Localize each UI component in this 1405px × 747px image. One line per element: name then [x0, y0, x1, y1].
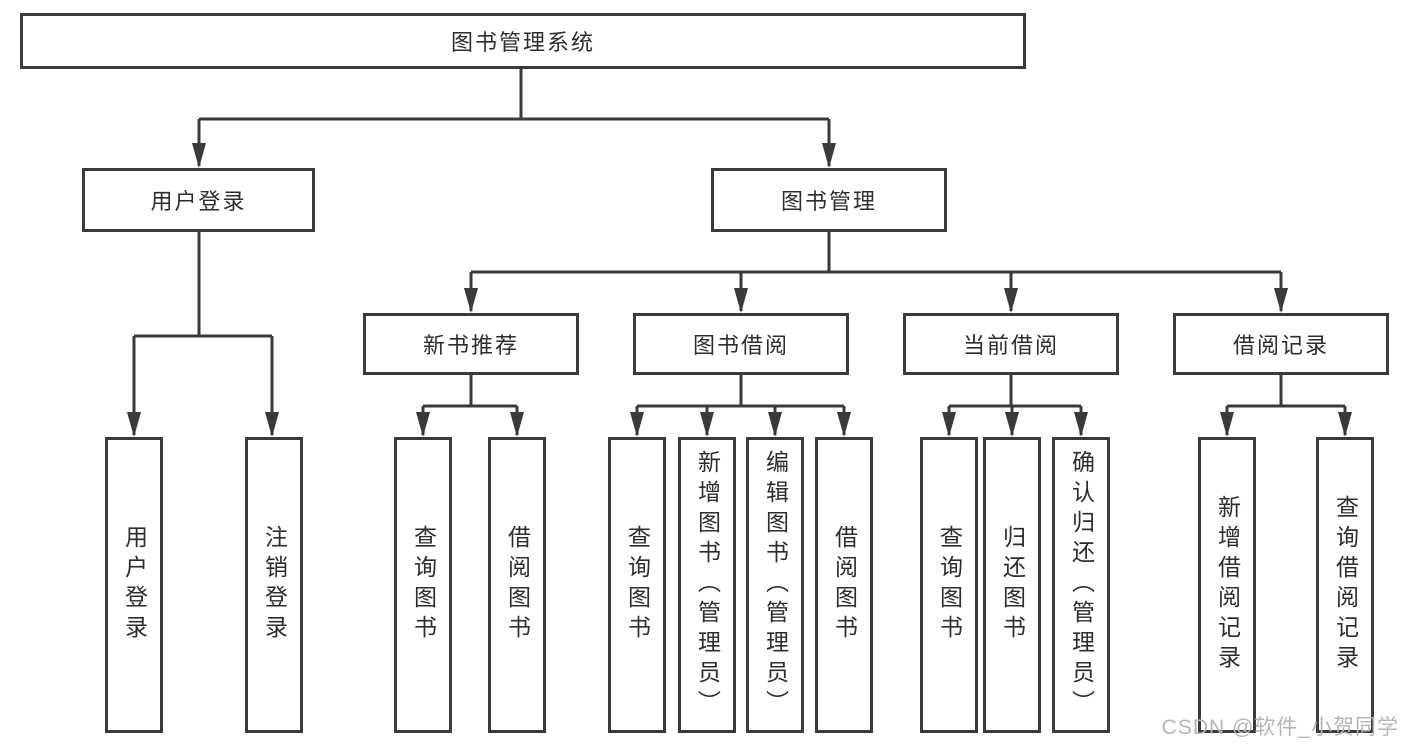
node-borrow-records-label: 借阅记录	[1232, 333, 1329, 358]
arrowhead	[416, 412, 430, 437]
connector-borrow-records-to-leaves	[1225, 375, 1347, 435]
leaf-borrow-search-books: 查询图书	[608, 437, 666, 733]
arrowhead	[1220, 412, 1234, 437]
node-user-login-label: 用户登录	[150, 189, 247, 214]
arrowhead	[768, 412, 782, 437]
leaf-add-books-admin: 新增图书（管理员）	[678, 437, 736, 733]
node-user-login: 用户登录	[82, 168, 315, 232]
leaf-borrow-borrow-books-label: 借阅图书	[831, 525, 858, 645]
leaf-confirm-return-admin: 确认归还（管理员）	[1052, 437, 1110, 733]
leaf-return-books: 归还图书	[983, 437, 1041, 733]
leaf-add-borrow-record: 新增借阅记录	[1198, 437, 1256, 733]
node-new-book-recommend: 新书推荐	[363, 313, 579, 375]
leaf-search-borrow-record: 查询借阅记录	[1316, 437, 1374, 733]
arrowhead	[942, 412, 956, 437]
leaf-edit-books-admin: 编辑图书（管理员）	[746, 437, 804, 733]
leaf-add-borrow-record-label: 新增借阅记录	[1214, 495, 1241, 675]
arrowhead	[630, 412, 644, 437]
leaf-recommend-search-books: 查询图书	[394, 437, 452, 733]
arrowhead	[1074, 412, 1088, 437]
node-root: 图书管理系统	[20, 13, 1026, 69]
arrowhead	[265, 412, 279, 437]
leaf-return-books-label: 归还图书	[999, 525, 1026, 645]
node-current-borrow: 当前借阅	[903, 313, 1119, 375]
arrowhead	[1338, 412, 1352, 437]
node-book-management: 图书管理	[711, 168, 947, 232]
leaf-search-borrow-record-label: 查询借阅记录	[1332, 495, 1359, 675]
leaf-user-login-label: 用户登录	[121, 525, 148, 645]
connector-book-borrow-to-leaves	[635, 375, 846, 435]
connector-book-management-to-level3	[469, 232, 1283, 311]
node-new-book-recommend-label: 新书推荐	[422, 333, 519, 358]
leaf-recommend-borrow-books: 借阅图书	[488, 437, 546, 733]
node-book-borrow: 图书借阅	[633, 313, 849, 375]
leaf-user-login: 用户登录	[105, 437, 163, 733]
leaf-logout: 注销登录	[245, 437, 303, 733]
csdn-watermark: CSDN @软件_小贺同学	[1161, 716, 1399, 739]
leaf-logout-label: 注销登录	[261, 525, 288, 645]
arrowhead	[1274, 288, 1288, 313]
connector-new-book-recommend-to-leaves	[421, 375, 519, 435]
leaf-edit-books-admin-label: 编辑图书（管理员）	[762, 450, 789, 720]
leaf-current-search-books: 查询图书	[920, 437, 978, 733]
leaf-recommend-borrow-books-label: 借阅图书	[504, 525, 531, 645]
arrowhead	[1004, 288, 1018, 313]
node-current-borrow-label: 当前借阅	[962, 333, 1059, 358]
arrowhead	[510, 412, 524, 437]
arrowhead	[127, 412, 141, 437]
leaf-recommend-search-books-label: 查询图书	[410, 525, 437, 645]
leaf-current-search-books-label: 查询图书	[936, 525, 963, 645]
leaf-borrow-borrow-books: 借阅图书	[815, 437, 873, 733]
leaf-confirm-return-admin-label: 确认归还（管理员）	[1068, 450, 1095, 720]
node-root-label: 图书管理系统	[450, 30, 595, 55]
arrowhead	[837, 412, 851, 437]
connector-user-login-to-leaves	[132, 232, 274, 435]
arrowhead	[192, 143, 206, 168]
node-book-borrow-label: 图书借阅	[692, 333, 789, 358]
leaf-borrow-search-books-label: 查询图书	[624, 525, 651, 645]
arrowhead	[822, 143, 836, 168]
connector-root-to-level2	[197, 69, 831, 166]
node-book-management-label: 图书管理	[780, 189, 877, 214]
leaf-add-books-admin-label: 新增图书（管理员）	[694, 450, 721, 720]
arrowhead	[1005, 412, 1019, 437]
arrowhead	[700, 412, 714, 437]
arrowhead	[734, 288, 748, 313]
node-borrow-records: 借阅记录	[1173, 313, 1389, 375]
arrowhead	[464, 288, 478, 313]
